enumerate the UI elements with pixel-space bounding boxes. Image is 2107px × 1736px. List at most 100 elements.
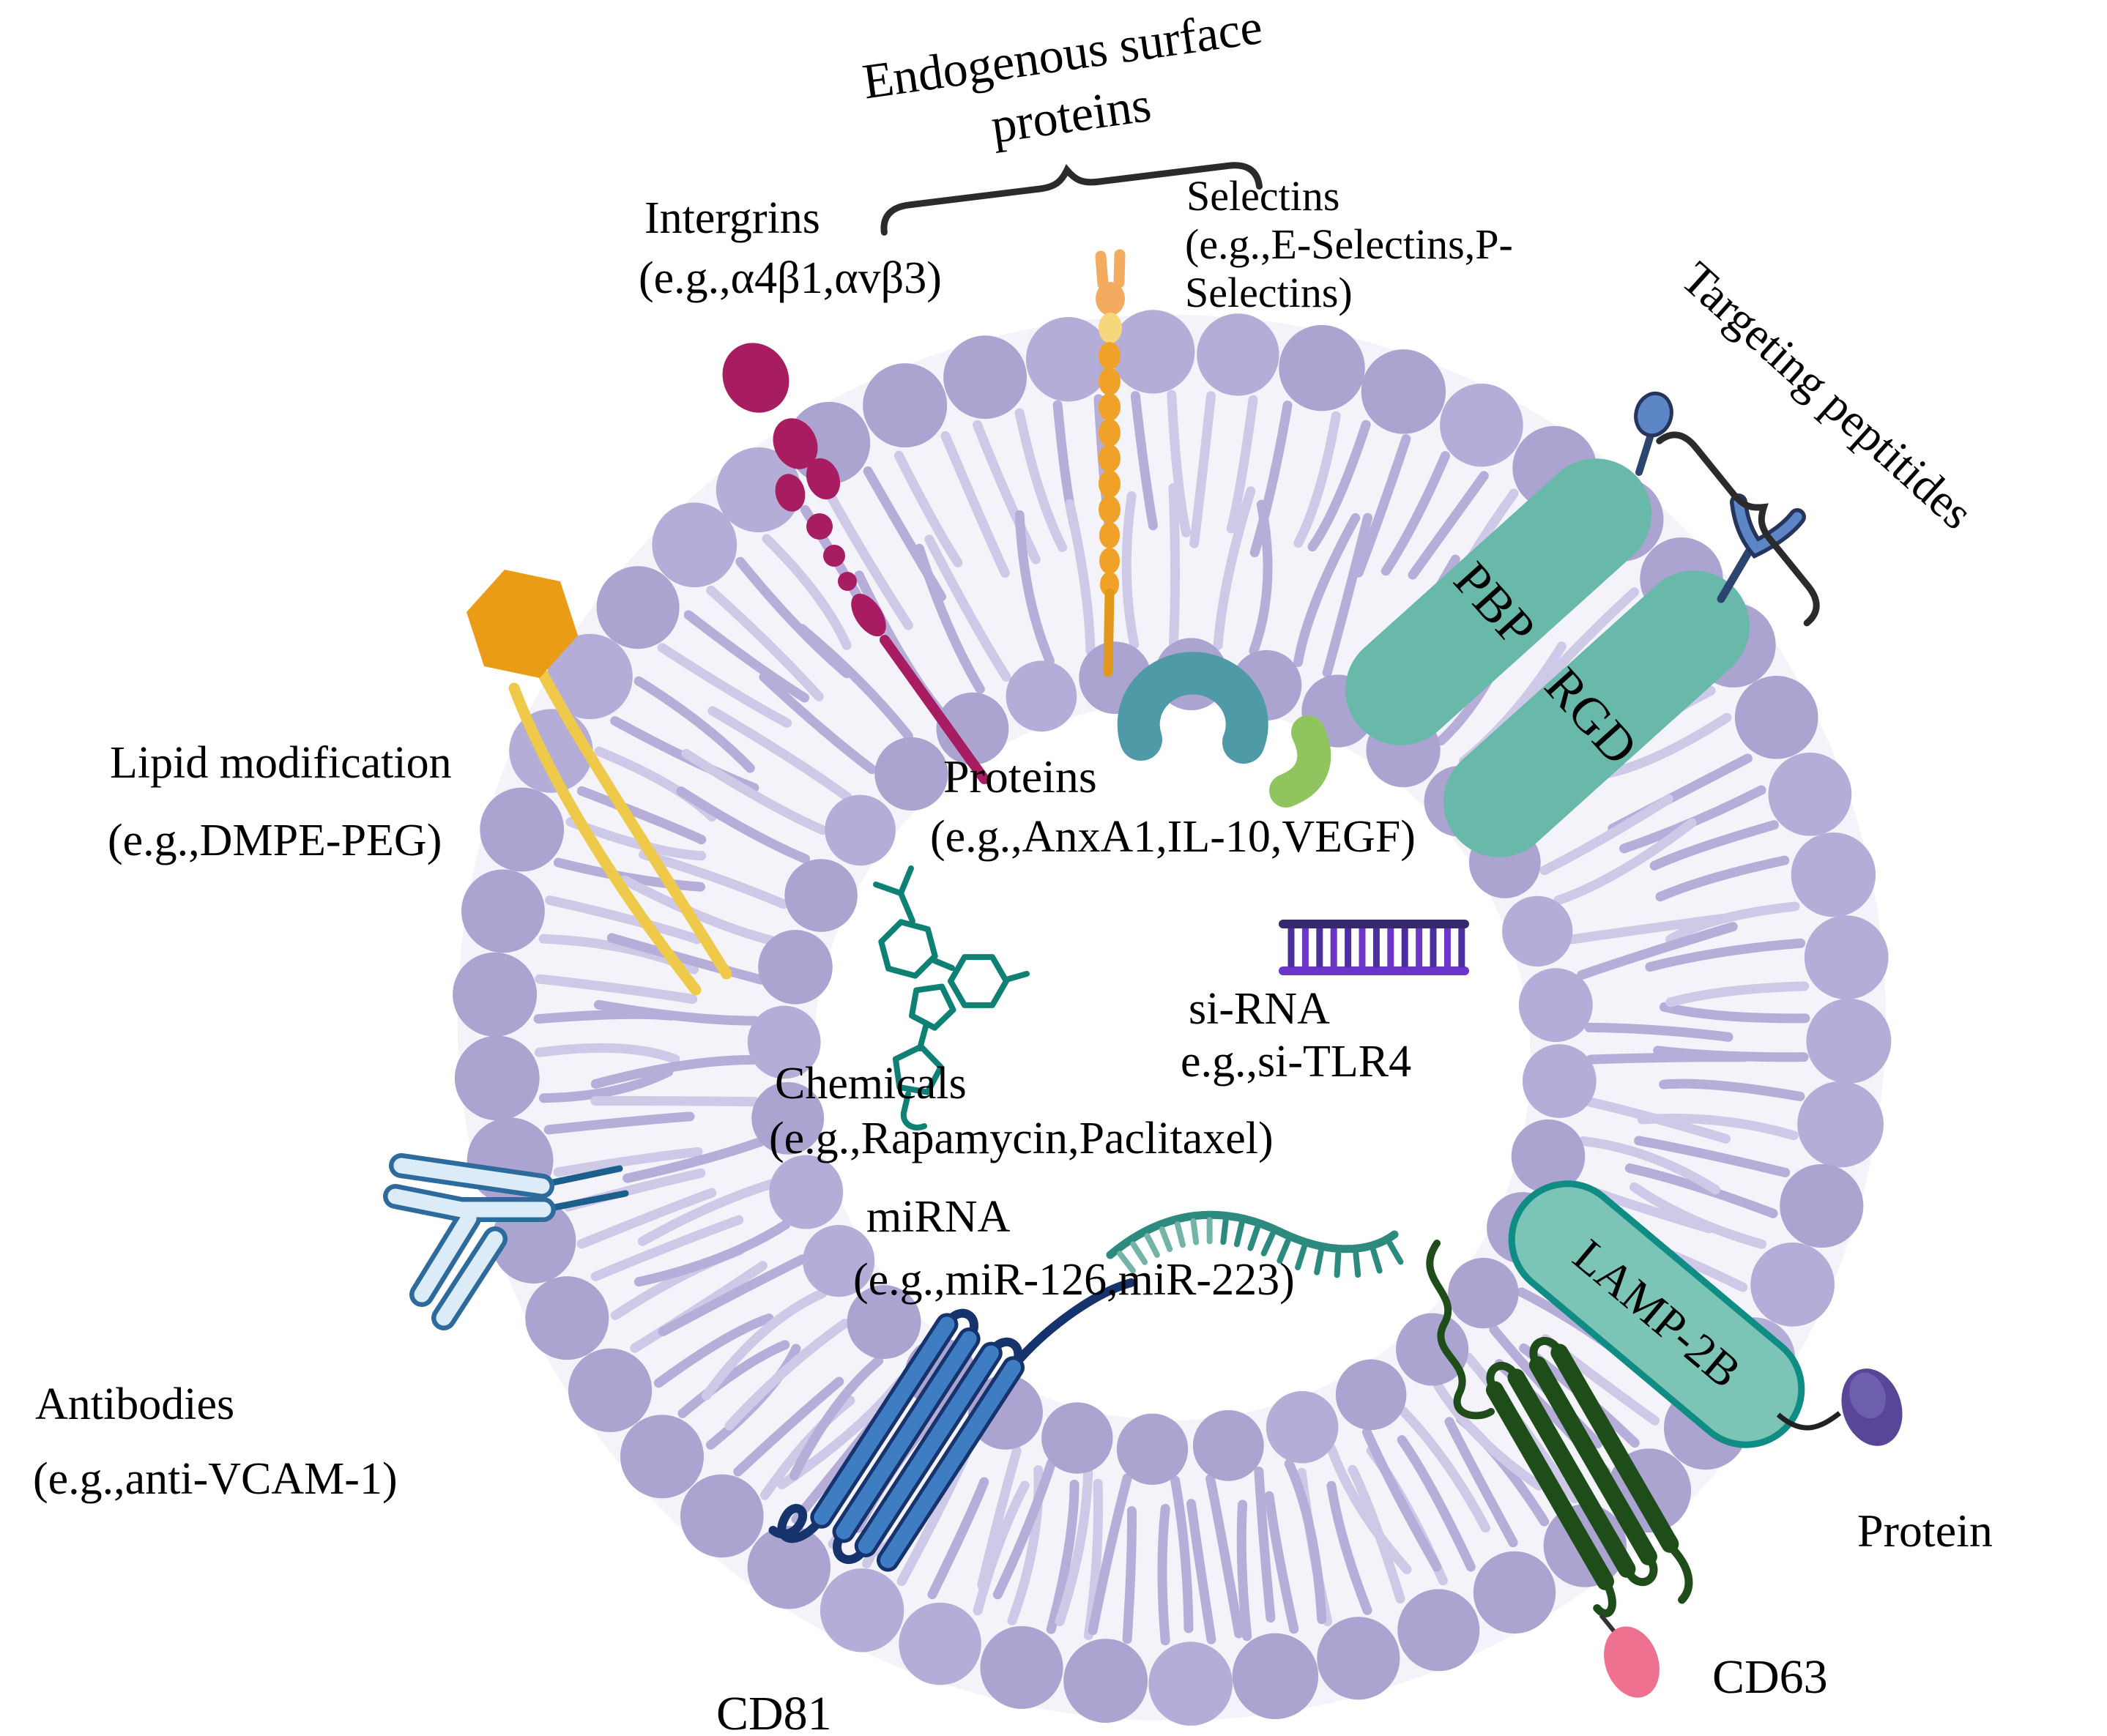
- peptide-pin-icon: [1634, 391, 1673, 476]
- pin-head: [1634, 391, 1673, 438]
- cd63-loops: [1486, 1336, 1693, 1617]
- lipid-head: [747, 1005, 821, 1079]
- lipid-head: [820, 1568, 904, 1653]
- lipid-tail: [553, 1147, 703, 1177]
- rgd-peptide-pill: RGD: [1443, 570, 1750, 857]
- lipid-tail: [1014, 408, 1068, 552]
- lipid-head: [1335, 1359, 1407, 1431]
- label-targeting-peptides: Targeting peptitides: [1672, 252, 1983, 540]
- selectin-icon: [1095, 249, 1126, 677]
- lipid-head: [1791, 832, 1876, 917]
- mirna-tooth: [1220, 1218, 1229, 1245]
- lipid-head: [751, 1081, 825, 1155]
- integrin-bead: [806, 458, 841, 500]
- mirna-tooth: [1277, 1238, 1291, 1264]
- lipid-head: [1440, 383, 1523, 467]
- lipid-head: [716, 447, 801, 532]
- mirna-tooth: [1144, 1233, 1160, 1258]
- lipid-tail: [1539, 794, 1673, 876]
- lipid-tail-yellow: [538, 669, 732, 980]
- integrin-stem: [880, 635, 989, 784]
- lipid-tail: [1398, 1406, 1490, 1533]
- lipid-tail: [1578, 1136, 1721, 1195]
- fork-stem: [1717, 545, 1755, 603]
- lipid-tail: [1121, 491, 1140, 649]
- lipid-head: [1397, 1589, 1480, 1672]
- lipid-head: [1317, 1617, 1400, 1700]
- lipid-head: [899, 1602, 981, 1685]
- mirna-tooth: [1334, 1251, 1342, 1278]
- lipid-tail: [1088, 1473, 1132, 1636]
- mirna-tooth: [1260, 1231, 1276, 1256]
- lipid-tail: [553, 857, 706, 892]
- molecule-ring: [909, 983, 956, 1031]
- mirna-tooth: [1174, 1221, 1186, 1248]
- lipid-head: [1232, 1633, 1319, 1720]
- endogenous-brace: [880, 162, 1263, 236]
- lipid-head: [1266, 1390, 1339, 1464]
- integrin-bead: [851, 593, 886, 637]
- lipid-head: [1502, 895, 1573, 967]
- dmpe-peg-lipid-icon: [467, 570, 732, 996]
- label-sirna-1: si-RNA: [1189, 984, 1330, 1034]
- lipid-tail: [1380, 451, 1450, 576]
- lipid-tail: [733, 1376, 844, 1477]
- lipid-head: [1148, 1642, 1233, 1726]
- lipid-tail: [1130, 391, 1158, 531]
- lipid-tail: [1577, 922, 1738, 980]
- lipid-head: [1197, 313, 1279, 396]
- antibody-stalk: [546, 1165, 629, 1212]
- lipid-tail: [1213, 486, 1256, 650]
- lipid-tail: [893, 450, 963, 567]
- mirna-tooth: [1386, 1240, 1404, 1265]
- mirna-tooth: [1314, 1248, 1324, 1275]
- molecule-bond: [873, 865, 915, 924]
- lipid-head: [847, 1285, 921, 1360]
- lipid-head: [825, 794, 896, 866]
- label-cd81: CD81: [716, 1687, 832, 1736]
- lipid-tail: [1186, 1499, 1216, 1644]
- lipid-tail: [1254, 1467, 1276, 1623]
- integrin-bead: [775, 474, 806, 512]
- selectin-pale-bead: [1099, 313, 1122, 343]
- lipid-tail: [538, 1067, 674, 1103]
- lipid-tail: [1649, 820, 1779, 871]
- lipid-head: [596, 566, 680, 649]
- lipid-tail: [707, 706, 852, 802]
- lipid-tail: [1170, 1475, 1194, 1633]
- label-selectins-3: Selectins): [1185, 269, 1353, 316]
- lipid-tail: [623, 1136, 766, 1183]
- lipid-tail: [638, 849, 789, 909]
- lipid-tail: [1014, 510, 1055, 666]
- integrin-bead: [823, 545, 845, 567]
- lipid-tail: [1226, 395, 1258, 534]
- lipid-tail: [914, 543, 985, 694]
- lipid-head: [1780, 1163, 1864, 1248]
- molecule-ring: [948, 954, 1009, 1008]
- lipid-tail: [973, 420, 1041, 565]
- lipid-tail: [1046, 1479, 1079, 1634]
- lipid-tail: [1249, 499, 1273, 656]
- lipid-head: [1768, 752, 1852, 836]
- lipid-head: [980, 1625, 1063, 1709]
- lipid-head: [1448, 1257, 1519, 1329]
- lipid-tail: [1326, 1480, 1372, 1615]
- mirna-tooth: [1370, 1247, 1383, 1274]
- lipid-head: [1473, 1551, 1556, 1634]
- lipid-head: [1750, 1243, 1835, 1327]
- cd63-tetraspanin-icon: [1426, 1240, 1693, 1698]
- lipid-tail: [677, 1340, 790, 1418]
- lipid-tail: [992, 1458, 1057, 1600]
- lipid-tail: [924, 534, 1011, 682]
- antibody-body: [387, 1158, 551, 1326]
- lipid-tail: [824, 488, 913, 630]
- lipid-head: [1006, 660, 1077, 732]
- lipid-tail: [676, 786, 811, 864]
- lipid-head: [769, 1155, 844, 1229]
- lipid-head: [784, 859, 858, 932]
- lipid-head: [454, 1035, 540, 1121]
- lipid-tail: [1249, 400, 1293, 558]
- lipid-tail: [1659, 1002, 1810, 1024]
- lipid-tail: [1397, 1435, 1476, 1572]
- label-mirna-1: miRNA: [866, 1192, 1011, 1242]
